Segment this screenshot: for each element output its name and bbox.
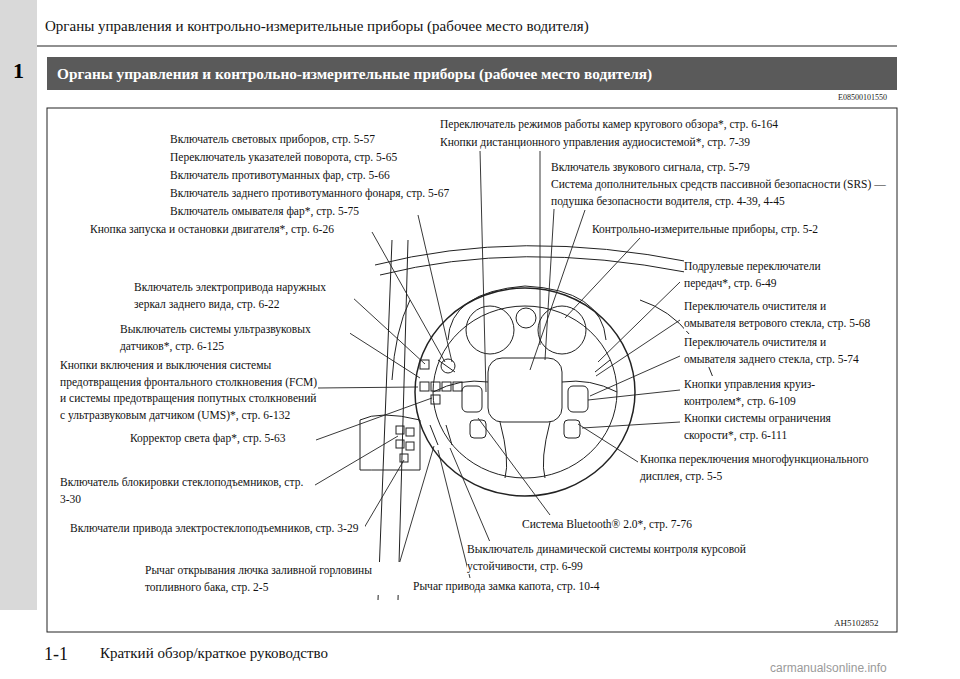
callout-label: Система дополнительных средств пассивной…: [551, 176, 886, 209]
doc-code: E08500101550: [838, 92, 887, 104]
callout-label: Кнопки дистанционного управления аудиоси…: [440, 134, 750, 151]
chapter-number: 1: [0, 58, 37, 84]
callout-label: Переключатель указателей поворота, стр. …: [170, 149, 397, 166]
figure-code: AH5102852: [834, 617, 879, 630]
callout-label: Включатели привода электростеклоподъемни…: [70, 520, 365, 537]
callout-label: Включатель противотуманных фар, стр. 5-6…: [170, 167, 390, 184]
callout-label: Рычаг открывания лючка заливной горловин…: [145, 562, 420, 595]
callout-label: Кнопка запуска и остановки двигателя*, с…: [90, 221, 334, 238]
callout-label: Переключатель режимов работы камер круго…: [440, 116, 778, 133]
page-footer: Краткий обзор/краткое руководство: [100, 643, 328, 665]
page-header: Органы управления и контрольно-измерител…: [45, 16, 589, 38]
callout-label: Корректор света фар*, стр. 5-63: [130, 430, 286, 447]
callout-label: Кнопка переключения многофункционального…: [640, 451, 885, 484]
callout-label: Включатель омывателя фар*, стр. 5-75: [170, 203, 359, 220]
callout-label: Система Bluetooth® 2.0*, стр. 7-76: [522, 516, 692, 533]
callout-label: Включатель заднего противотуманного фона…: [170, 185, 449, 202]
section-heading: Органы управления и контрольно-измерител…: [57, 57, 897, 90]
chapter-tab: 1: [0, 0, 37, 610]
callout-label: Выключатель динамической системы контрол…: [467, 541, 757, 574]
callout-label: Подрулевые переключатели передач*, стр. …: [684, 258, 869, 291]
callout-label: Кнопки системы ограничения скорости*, ст…: [684, 410, 869, 443]
callout-label: Включатель световых приборов, стр. 5-57: [170, 131, 375, 148]
callout-label: Выключатель системы ультразвуковых датчи…: [120, 321, 350, 354]
callout-label: Переключатель очистителя и омывателя зад…: [684, 334, 879, 367]
callout-label: Переключатель очистителя и омывателя вет…: [684, 298, 879, 331]
callout-label: Контрольно-измерительные приборы, стр. 5…: [592, 221, 818, 238]
callout-label: Кнопки управления круиз-контролем*, стр.…: [684, 376, 864, 409]
callout-label: Рычаг привода замка капота, стр. 10-4: [413, 578, 600, 595]
callout-label: Включатель блокировки стеклоподъемников,…: [60, 474, 315, 507]
callout-label: Включатель электропривода наружных зерка…: [134, 279, 354, 312]
page-number: 1-1: [44, 641, 68, 667]
callout-label: Включатель звукового сигнала, стр. 5-79: [551, 159, 750, 176]
section-band: Органы управления и контрольно-измерител…: [47, 57, 897, 90]
callout-label: Кнопки включения и выключения системы пр…: [60, 357, 318, 424]
watermark: carmanualsonline.info: [770, 660, 887, 677]
